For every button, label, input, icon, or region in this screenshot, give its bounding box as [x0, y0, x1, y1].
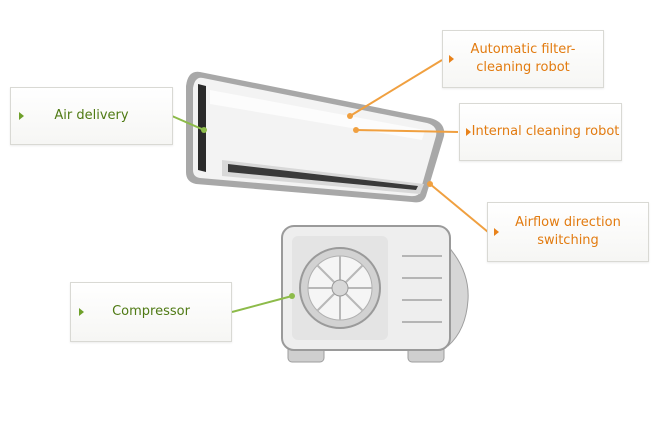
arrow-right-icon: [494, 228, 499, 236]
arrow-right-icon: [466, 128, 471, 136]
internal-robot-text: Internal cleaning robot: [471, 124, 620, 139]
airflow-switching-label: Airflow direction switching: [487, 202, 649, 262]
air-delivery-label: Air delivery: [10, 87, 173, 145]
filter-robot-text: Automatic filter- cleaning robot: [470, 42, 576, 75]
airflow-switching-text: Airflow direction switching: [515, 215, 621, 248]
compressor-leader: [231, 295, 293, 313]
internal-robot-leader: [355, 129, 459, 133]
filter-robot-label: Automatic filter- cleaning robot: [442, 30, 604, 88]
arrow-right-icon: [449, 55, 454, 63]
filter-robot-leader: [349, 59, 443, 117]
airflow-leader: [429, 183, 489, 233]
compressor-label: Compressor: [70, 282, 232, 342]
arrow-right-icon: [79, 308, 84, 316]
compressor-text: Compressor: [112, 304, 190, 319]
air-delivery-text: Air delivery: [54, 108, 129, 123]
arrow-right-icon: [19, 112, 24, 120]
outdoor-unit: [281, 225, 469, 363]
indoor-unit: [186, 71, 445, 203]
air-delivery-leader: [171, 115, 205, 131]
internal-robot-label: Internal cleaning robot: [459, 103, 622, 161]
